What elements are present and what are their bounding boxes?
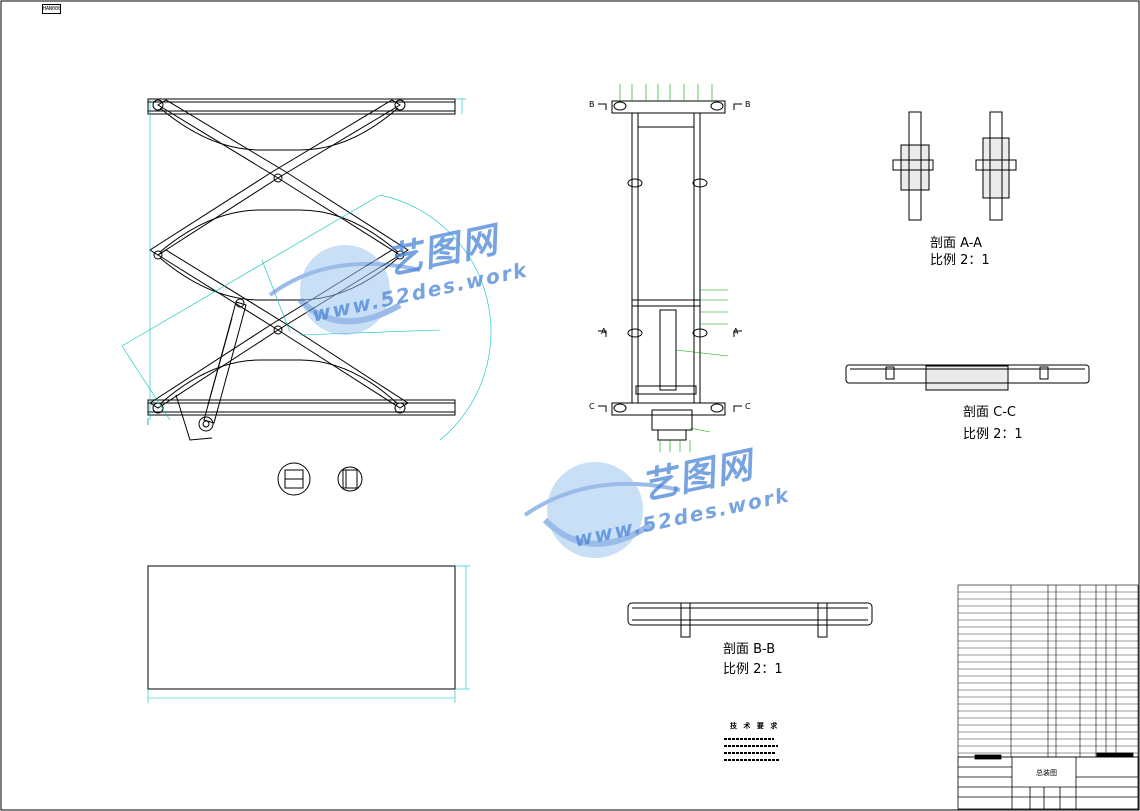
section-b-b-scale: 比例 2：1 (723, 662, 783, 677)
section-a-a-title: 剖面 A-A (930, 236, 983, 251)
cut-mark-b-right: B (745, 100, 751, 109)
cut-mark-c-right: C (745, 402, 751, 411)
section-c-c-title: 剖面 C-C (963, 405, 1016, 420)
cut-mark-a-left: A (601, 327, 607, 336)
section-b-b-drawing (627, 602, 873, 638)
front-view (147, 98, 456, 441)
section-c-c-drawing (845, 364, 1090, 391)
cut-mark-b-left: B (589, 100, 595, 109)
section-a-a-scale: 比例 2：1 (930, 253, 990, 268)
watermark-globe-top (268, 245, 421, 335)
drawing-name: 总装图 (1036, 769, 1057, 777)
tech-requirements-lines (724, 738, 780, 761)
plan-view (147, 565, 456, 690)
side-view (598, 100, 742, 441)
title-block (957, 752, 1139, 810)
cut-mark-a-right: A (733, 327, 739, 336)
side-leaders (619, 84, 729, 452)
section-c-c-scale: 比例 2：1 (963, 427, 1023, 442)
corner-tag: HAN000 (42, 4, 62, 14)
section-b-b-title: 剖面 B-B (723, 642, 776, 657)
watermark-globe-middle (523, 462, 681, 558)
pin-detail-views (277, 462, 363, 496)
front-dimensions (121, 98, 492, 441)
section-a-a-drawing (892, 111, 1017, 221)
cut-mark-c-left: C (589, 402, 595, 411)
bom-grid (957, 584, 1139, 758)
tech-requirements-title: 技 术 要 求 (730, 722, 780, 730)
plan-dimensions (147, 565, 470, 703)
